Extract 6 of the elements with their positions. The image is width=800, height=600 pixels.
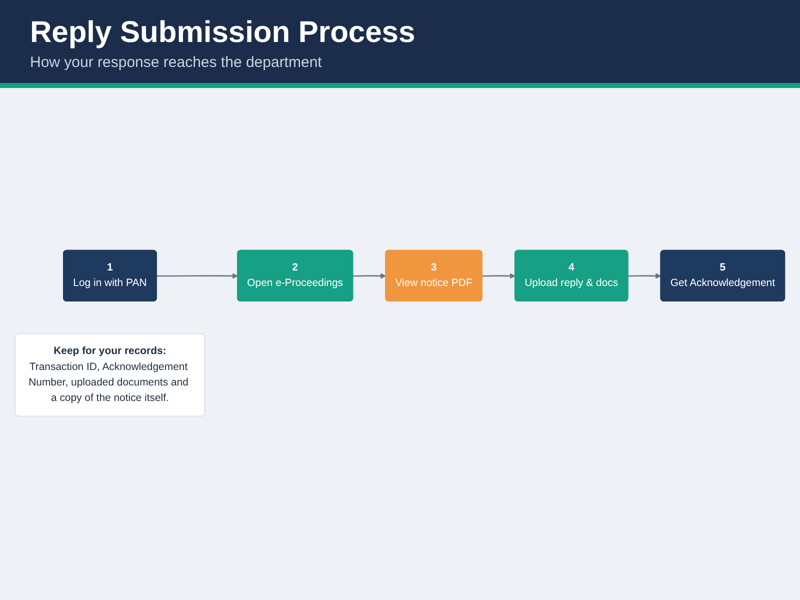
title: Reply Submission Process <box>30 16 416 50</box>
arrow <box>156 272 238 279</box>
subtitle: How your response reaches the department <box>30 54 323 71</box>
arrow <box>628 272 662 279</box>
arrow <box>482 272 516 279</box>
arrow <box>353 272 386 279</box>
